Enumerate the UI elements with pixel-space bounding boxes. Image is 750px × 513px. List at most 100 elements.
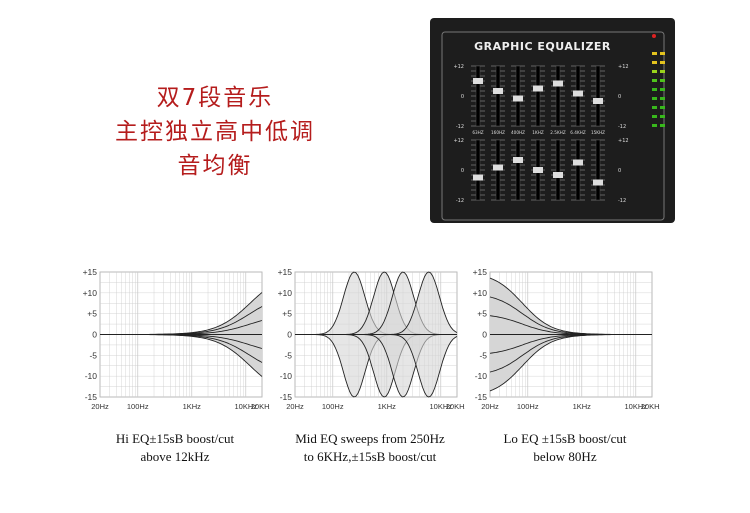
upper-fader-slot	[555, 65, 561, 127]
lower-fader-slot	[575, 139, 581, 201]
x-tick-label: 100Hz	[127, 402, 149, 411]
hi-eq-chart-svg: +15+10+50-5-10-1520Hz100Hz1KHz10KHz20KHz	[83, 267, 274, 411]
level-led	[652, 97, 657, 100]
band-label: 400HZ	[511, 130, 525, 135]
y-tick-label: +10	[278, 288, 293, 298]
x-tick-label: 20Hz	[481, 402, 499, 411]
x-tick-label: 20Hz	[91, 402, 109, 411]
lower-fader-slot	[595, 139, 601, 201]
mid-eq-caption-line-1: Mid EQ sweeps from 250Hz	[295, 431, 445, 446]
scale-label-right: 0	[618, 94, 621, 100]
lower-fader-knob	[473, 174, 483, 181]
scale-label-right: -12	[618, 198, 626, 204]
level-led	[652, 52, 657, 55]
power-led	[652, 34, 656, 38]
y-tick-label: -15	[85, 392, 98, 402]
mid-eq-caption-line-2: to 6KHz,±15sB boost/cut	[303, 449, 437, 464]
x-tick-label: 10KHz	[624, 402, 647, 411]
y-tick-label: -10	[280, 371, 293, 381]
level-led	[652, 61, 657, 64]
scale-label-right: -12	[618, 124, 626, 130]
level-led	[652, 124, 657, 127]
scale-label-left: 0	[461, 94, 464, 100]
y-tick-label: +15	[83, 267, 98, 277]
x-tick-label: 1KHz	[378, 402, 397, 411]
hi-eq-caption: Hi EQ±15sB boost/cut above 12kHz	[80, 430, 270, 466]
y-tick-label: +10	[473, 288, 488, 298]
y-tick-label: 0	[287, 330, 292, 340]
hi-eq-caption-line-2: above 12kHz	[140, 449, 210, 464]
band-label: 160HZ	[491, 130, 505, 135]
y-tick-label: -15	[280, 392, 293, 402]
level-led	[652, 106, 657, 109]
y-tick-label: +5	[282, 309, 292, 319]
mid-eq-caption: Mid EQ sweeps from 250Hz to 6KHz,±15sB b…	[275, 430, 465, 466]
lower-fader-knob	[573, 159, 583, 166]
scale-label-left: +12	[453, 64, 464, 70]
upper-fader-slot	[475, 65, 481, 127]
mid-eq-chart-svg: +15+10+50-5-10-1520Hz100Hz1KHz10KHz20KHz	[278, 267, 469, 411]
level-led	[660, 106, 665, 109]
level-led	[660, 70, 665, 73]
lower-fader-knob	[553, 172, 563, 178]
y-tick-label: +10	[83, 288, 98, 298]
level-led	[652, 88, 657, 91]
level-led	[652, 70, 657, 73]
hi-eq-caption-line-1: Hi EQ±15sB boost/cut	[115, 431, 235, 446]
panel-title: GRAPHIC EQUALIZER	[474, 40, 611, 53]
lower-fader-slot	[555, 139, 561, 201]
lower-fader-knob	[593, 179, 603, 186]
band-label: 2.5KHZ	[550, 130, 566, 135]
y-tick-label: +15	[278, 267, 293, 277]
lo-eq-chart-svg: +15+10+50-5-10-1520Hz100Hz1KHz10KHz20KHz	[473, 267, 664, 411]
y-tick-label: +5	[87, 309, 97, 319]
level-led	[660, 52, 665, 55]
level-led	[660, 79, 665, 82]
y-tick-label: +15	[473, 267, 488, 277]
band-label: 63HZ	[472, 130, 483, 135]
y-tick-label: -10	[475, 371, 488, 381]
y-tick-label: -5	[89, 350, 97, 360]
y-tick-label: +5	[477, 309, 487, 319]
mid-eq-chart: +15+10+50-5-10-1520Hz100Hz1KHz10KHz20KHz	[275, 262, 469, 427]
upper-fader-knob	[473, 78, 483, 84]
band-label: 15KHZ	[591, 130, 605, 135]
upper-fader-knob	[593, 98, 603, 104]
x-tick-label: 20KHz	[251, 402, 270, 411]
y-tick-label: -10	[85, 371, 98, 381]
y-tick-label: 0	[92, 330, 97, 340]
band-label: 6.4KHZ	[570, 130, 586, 135]
x-tick-label: 1KHz	[183, 402, 202, 411]
lo-eq-chart: +15+10+50-5-10-1520Hz100Hz1KHz10KHz20KHz	[470, 262, 664, 427]
upper-fader-knob	[553, 80, 563, 87]
level-led	[660, 88, 665, 91]
scale-label-right: 0	[618, 168, 621, 174]
level-led	[660, 97, 665, 100]
scale-label-left: -12	[456, 198, 464, 204]
x-tick-label: 10KHz	[429, 402, 452, 411]
lower-fader-knob	[533, 167, 543, 173]
y-tick-label: 0	[482, 330, 487, 340]
hi-eq-chart: +15+10+50-5-10-1520Hz100Hz1KHz10KHz20KHz	[80, 262, 274, 427]
scale-label-left: 0	[461, 168, 464, 174]
headline-line-3: 音均衡	[177, 153, 253, 179]
headline-line-2: 主控独立高中低调	[115, 119, 315, 145]
lower-fader-slot	[475, 139, 481, 201]
upper-fader-slot	[495, 65, 501, 127]
headline-line-1: 双7段音乐	[156, 85, 274, 111]
upper-fader-slot	[535, 65, 541, 127]
lower-fader-knob	[493, 164, 503, 171]
level-led	[652, 115, 657, 118]
upper-fader-slot	[595, 65, 601, 127]
level-led	[660, 115, 665, 118]
band-label: 1KHZ	[532, 130, 544, 135]
level-led	[660, 124, 665, 127]
y-tick-label: -5	[479, 350, 487, 360]
lo-eq-caption-line-1: Lo EQ ±15sB boost/cut	[503, 431, 627, 446]
x-tick-label: 100Hz	[517, 402, 539, 411]
upper-fader-knob	[573, 90, 583, 97]
level-led	[660, 61, 665, 64]
upper-fader-knob	[533, 85, 543, 92]
